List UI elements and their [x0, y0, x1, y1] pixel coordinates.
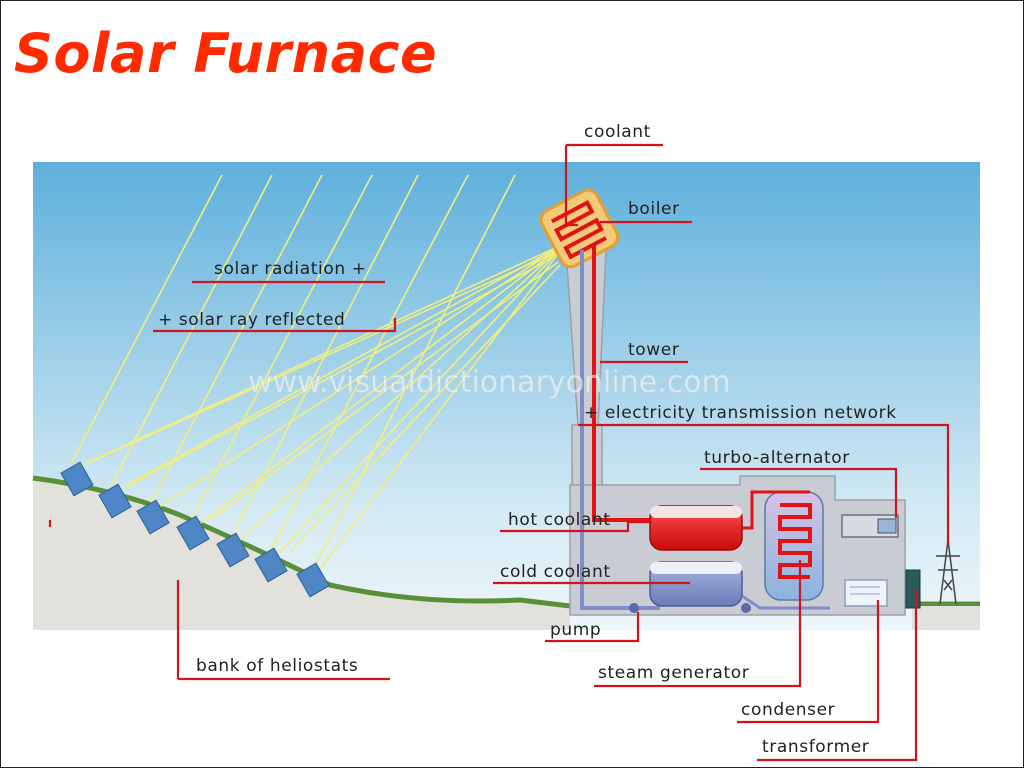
- slide-title: Solar Furnace: [14, 22, 438, 85]
- boiler-assembly: [539, 188, 620, 269]
- label-condenser: condenser: [741, 700, 835, 720]
- pump-icon-2: [741, 603, 751, 613]
- cold-pipe: [580, 250, 660, 610]
- leader-lines: [48, 143, 950, 762]
- hot-pipe-to-tank: [592, 505, 652, 522]
- pump-icon: [629, 603, 639, 613]
- label-tower: tower: [628, 340, 679, 360]
- label-bank-of-heliostats: bank of heliostats: [196, 656, 358, 676]
- steam-generator: [764, 491, 824, 601]
- label-cold-coolant: cold coolant: [500, 562, 611, 582]
- label-electricity-transmission-network: + electricity transmission network: [584, 403, 897, 423]
- hill-ground: [33, 478, 570, 630]
- cold-pipe-from-steam-generator: [741, 594, 830, 610]
- watermark: www.visualdictionaryonline.com: [248, 365, 731, 400]
- solar-radiation-rays: [71, 174, 516, 573]
- label-turbo-alternator: turbo-alternator: [704, 448, 850, 468]
- tower-base-block: [571, 424, 603, 486]
- reflected-rays: [79, 242, 567, 573]
- label-solar-ray-reflected: + solar ray reflected: [158, 310, 345, 330]
- label-coolant: coolant: [584, 122, 651, 142]
- label-pump: pump: [550, 620, 601, 640]
- condenser: [844, 579, 888, 607]
- label-boiler: boiler: [628, 199, 680, 219]
- transformer: [905, 569, 921, 609]
- heliostats: [60, 461, 330, 598]
- hot-pipe-to-steam-generator: [742, 490, 810, 530]
- label-hot-coolant: hot coolant: [508, 510, 611, 530]
- label-steam-generator: steam generator: [598, 663, 749, 683]
- ground-base-right: [912, 606, 980, 630]
- label-solar-radiation: solar radiation +: [214, 259, 367, 279]
- label-transformer: transformer: [762, 737, 869, 757]
